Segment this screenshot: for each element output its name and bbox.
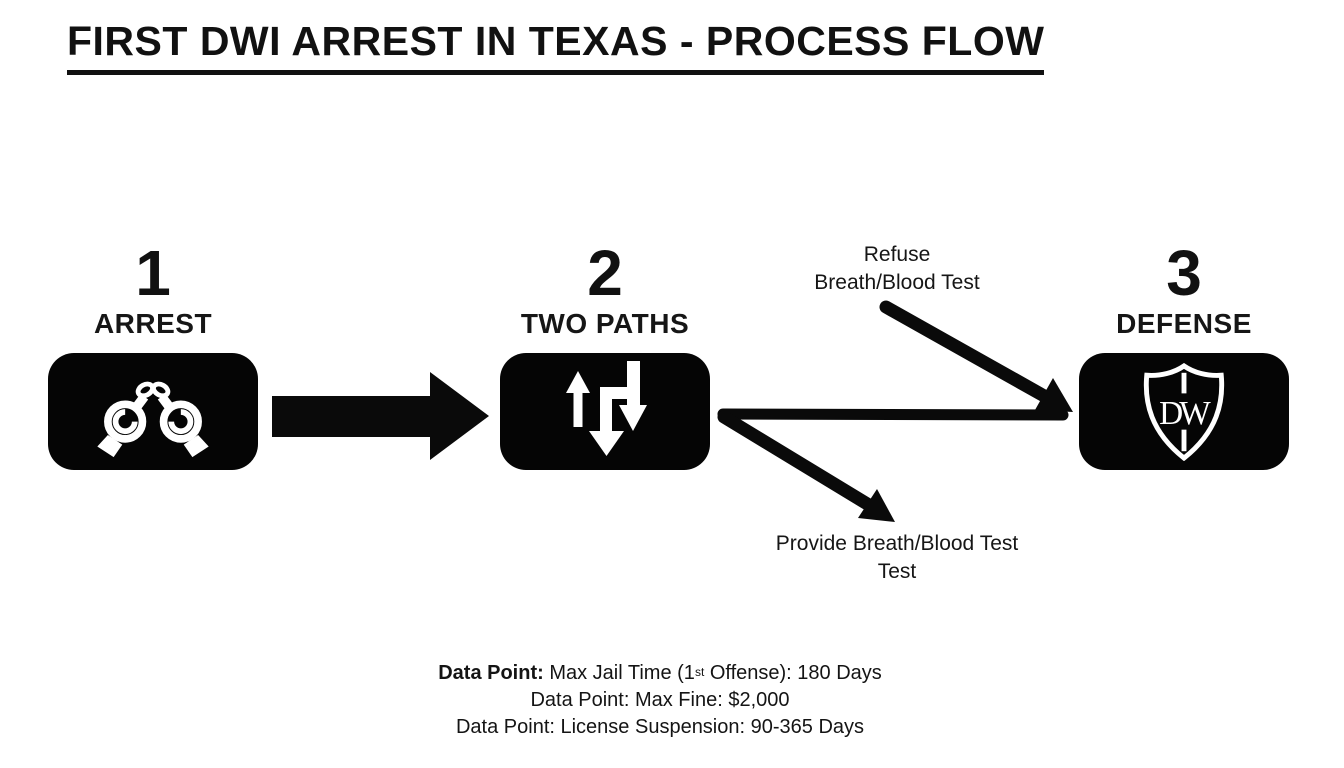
provide-label-line2: Test [877,560,917,583]
data-point-text: Offense): 180 Days [704,662,882,684]
step-box-two-paths [500,353,710,470]
branch-label-provide: Provide Breath/Blood Test Test [727,530,1067,586]
shield-monogram: DW [1159,394,1211,431]
step-label-defense: DEFENSE [1116,308,1252,339]
data-point-prefix: Data Point: [438,662,544,684]
step-label-two-paths: TWO PATHS [520,308,690,339]
step-number-3: 3 [1166,237,1202,309]
ordinal-superscript: st [694,665,705,679]
branch-label-refuse: Refuse Breath/Blood Test [747,241,1047,297]
step-number-2: 2 [587,237,623,309]
two-paths-arrows-icon [565,361,647,456]
step-box-defense: DW [1079,353,1289,470]
step-defense: 3 DEFENSE DW [1064,241,1304,470]
handcuffs-icon [97,381,209,457]
data-points: Data Point: Max Jail Time (1st Offense):… [352,660,968,741]
step-number-1: 1 [135,237,171,309]
step-arrest: 1 ARREST [33,241,273,470]
data-point-max-fine: Data Point: Max Fine: $2,000 [530,689,790,711]
arrow-provide-branch [717,410,895,522]
data-point-text: Max Jail Time (1 [543,662,695,684]
step-two-paths: 2 TWO PATHS [485,241,725,470]
refuse-label-line2: Breath/Blood Test [814,271,980,294]
step-label-arrest: ARREST [93,308,213,339]
page-title: FIRST DWI ARREST IN TEXAS - PROCESS FLOW [67,21,1045,75]
dw-shield-icon: DW [1143,362,1225,461]
arrow-step1-to-step2 [272,372,489,460]
data-point-license-suspension: Data Point: License Suspension: 90-365 D… [455,716,865,738]
provide-label-line1: Provide Breath/Blood Test [775,532,1019,555]
data-point-jail-time: Data Point: Max Jail Time (1st Offense):… [352,660,968,687]
refuse-label-line1: Refuse [863,243,931,266]
arrow-refuse-branch [879,300,1073,412]
step-box-arrest [48,353,258,470]
line-step2-to-step3 [717,408,1069,421]
